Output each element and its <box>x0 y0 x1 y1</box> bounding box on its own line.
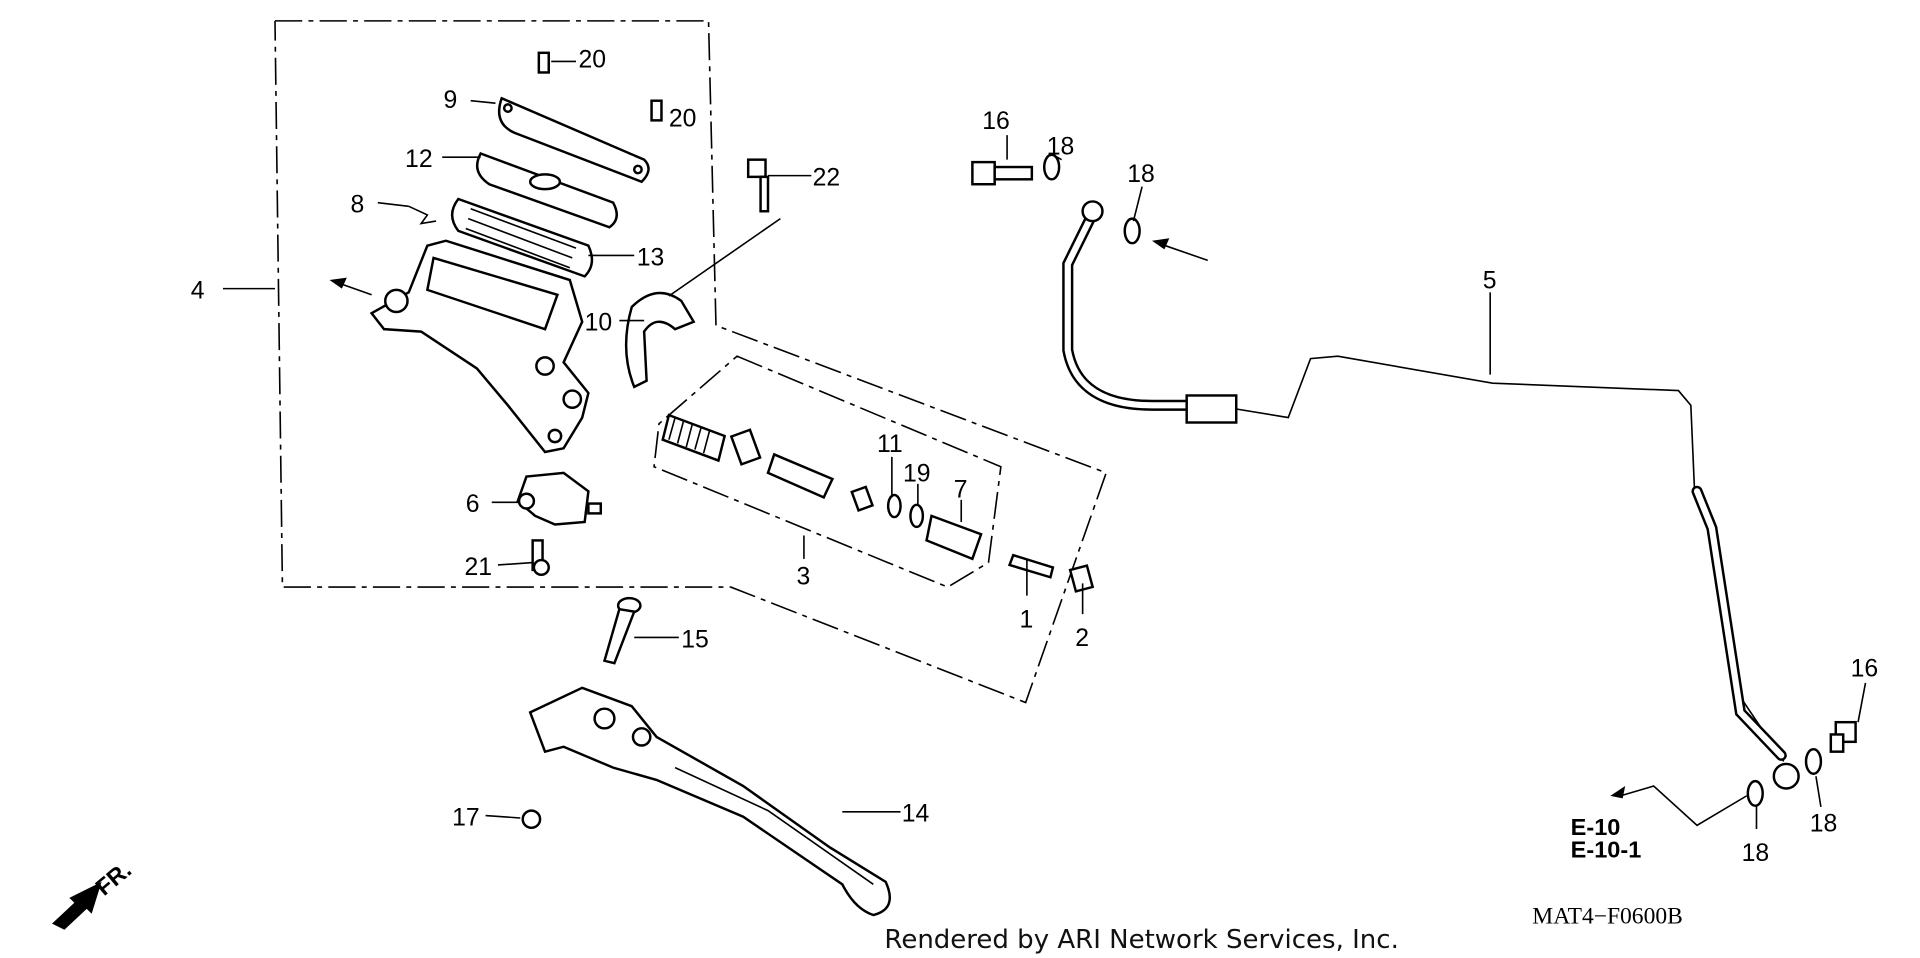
ref-link-e10-1[interactable]: E-10-1 <box>1571 836 1642 862</box>
piston-kit-outline <box>653 355 1002 588</box>
callout-3: 3 <box>796 564 810 591</box>
callout-18: 18 <box>1127 161 1155 188</box>
pivot-bolt-15[interactable] <box>602 596 642 665</box>
cap-2[interactable] <box>1068 564 1095 593</box>
callout-15: 15 <box>681 626 709 653</box>
screw-20b[interactable] <box>650 99 663 122</box>
bleeder-1[interactable] <box>1007 553 1055 579</box>
switch[interactable] <box>516 471 603 526</box>
piston-kit-parts[interactable] <box>661 413 983 561</box>
callout-16: 16 <box>982 108 1010 135</box>
callout-17: 17 <box>452 804 480 831</box>
callout-8: 8 <box>351 192 365 219</box>
plate[interactable] <box>475 151 618 229</box>
callout-21: 21 <box>465 554 493 581</box>
callout-13: 13 <box>637 244 665 271</box>
washer-18d[interactable] <box>1746 779 1764 807</box>
callout-14: 14 <box>902 801 930 828</box>
washer-18a[interactable] <box>1042 153 1061 181</box>
clutch-hose-5[interactable] <box>1062 200 1800 790</box>
washer-18b[interactable] <box>1123 217 1141 245</box>
oil-bolt-16a[interactable] <box>971 160 1034 186</box>
oil-bolt-16b[interactable] <box>1829 720 1857 753</box>
clutch-lever-14[interactable] <box>528 686 891 917</box>
screw-22[interactable] <box>746 158 770 213</box>
screw-21[interactable] <box>531 539 550 577</box>
callout-22: 22 <box>813 165 841 192</box>
callout-12: 12 <box>405 146 433 173</box>
render-credit: Rendered by ARI Network Services, Inc. <box>884 925 1398 955</box>
washer-18c[interactable] <box>1804 747 1823 775</box>
reservoir-cap[interactable] <box>497 96 650 184</box>
leader-lines <box>222 60 1867 830</box>
callout-11: 11 <box>877 431 903 458</box>
callout-7: 7 <box>954 477 968 504</box>
screw-17[interactable] <box>521 809 542 830</box>
callout-4: 4 <box>191 278 205 305</box>
diagram-code: MAT4−F0600B <box>1532 904 1683 930</box>
callout-18: 18 <box>1047 134 1075 161</box>
callout-20: 20 <box>669 106 697 133</box>
callout-10: 10 <box>585 309 613 336</box>
callout-18: 18 <box>1810 811 1838 838</box>
holder[interactable] <box>624 291 696 389</box>
callout-19: 19 <box>903 461 931 488</box>
callout-16: 16 <box>1851 656 1879 683</box>
callout-9: 9 <box>443 87 457 114</box>
front-arrow-icon: FR. <box>52 856 136 930</box>
callout-1: 1 <box>1019 607 1033 634</box>
master-cylinder-body[interactable] <box>369 239 590 454</box>
callout-5: 5 <box>1483 268 1497 295</box>
diaphragm[interactable] <box>450 197 594 278</box>
callout-6: 6 <box>466 491 480 518</box>
callout-20: 20 <box>578 47 606 74</box>
callout-2: 2 <box>1075 625 1089 652</box>
ref-link-e10[interactable]: E-10 <box>1571 814 1621 840</box>
screw-20a[interactable] <box>537 51 550 74</box>
callout-18: 18 <box>1742 840 1770 867</box>
pin-8[interactable] <box>408 205 437 225</box>
